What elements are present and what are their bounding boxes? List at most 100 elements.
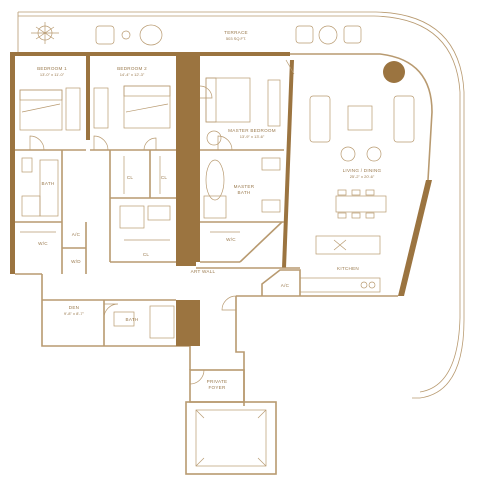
west-wall: [10, 54, 15, 274]
closet1-label: CL: [127, 175, 134, 180]
wic1-label: W/C: [38, 241, 48, 246]
sofa-icon: [393, 95, 415, 143]
door-swing: [221, 295, 237, 311]
bedroom-partition: [86, 56, 90, 140]
vanity-icon: [147, 205, 171, 221]
bath2-label: BATH: [126, 317, 139, 322]
master-bath-label-2: BATH: [238, 190, 251, 195]
bedroom2-furniture: [93, 85, 171, 129]
exterior-walls: [10, 52, 433, 406]
closet2-label: CL: [161, 175, 168, 180]
shower-icon: [119, 205, 145, 229]
bathtub-icon: [205, 159, 225, 201]
door-swing: [29, 135, 45, 151]
compass-rose-icon: [31, 22, 59, 44]
door-swing: [103, 303, 119, 319]
elevator-corners: [195, 409, 267, 467]
coffee-table-icon: [347, 105, 373, 131]
door-swing: [285, 59, 295, 75]
den-size: 9'-8" x 8'-7": [64, 311, 85, 316]
den-core-wall: [176, 300, 200, 346]
bedroom1-label: BEDROOM 1: [37, 66, 67, 71]
dining-furniture: [335, 189, 387, 219]
sink-icon: [360, 281, 368, 289]
ac2-label: A/C: [281, 283, 290, 288]
living-curtain-wall: [290, 53, 433, 181]
door-swing: [189, 369, 205, 385]
dresser-icon: [93, 87, 109, 129]
dining-table-icon: [335, 195, 387, 213]
side-table-icon: [121, 30, 131, 40]
bed-pillows: [19, 89, 63, 101]
armchair-icon: [340, 146, 356, 162]
kitchen-island-icon: [315, 235, 381, 255]
toilet-icon: [21, 157, 33, 173]
east-wall: [398, 180, 432, 296]
master-west-wall: [196, 56, 200, 262]
lounge-chair-icon: [95, 25, 115, 45]
master-bedroom-size: 13'-9" x 13'-6": [240, 134, 265, 139]
den-outline: [41, 274, 191, 370]
terrace: [17, 11, 465, 399]
kitchen-furniture: [299, 235, 381, 293]
tub-icon: [39, 159, 59, 217]
foyer-label: PRIVATE: [207, 379, 228, 384]
lounge-chair-icon: [295, 25, 314, 44]
foyer-east-line: [235, 296, 245, 406]
wd-label: W/D: [71, 259, 81, 264]
art-wall-label: ART WALL: [191, 269, 216, 274]
bed-pillows: [205, 77, 217, 123]
door-swing: [143, 137, 157, 151]
kitchen-label: KITCHEN: [337, 266, 359, 271]
bed-icon: [19, 89, 63, 131]
terrace-outer-line: [18, 11, 465, 399]
den-label: DEN: [69, 305, 79, 310]
interior-partitions: [15, 149, 301, 346]
vanity-icon: [261, 199, 281, 213]
terrace-area: 503 SQ.FT.: [226, 36, 246, 41]
living-dining-label: LIVING / DINING: [343, 168, 382, 173]
bed-icon: [205, 77, 251, 123]
armchair-icon: [206, 130, 222, 146]
cooktop-icon: [333, 239, 347, 251]
foyer-label-2: FOYER: [208, 385, 226, 390]
sofa-icon: [309, 95, 331, 143]
door-swing: [93, 135, 109, 151]
bedroom1-size: 13'-0" x 11'-0": [40, 72, 65, 77]
art-wall-block: [176, 56, 196, 266]
shower-icon: [203, 195, 227, 219]
armchair-icon: [366, 146, 382, 162]
elevator-inner-line: [195, 409, 267, 467]
bedroom1-furniture: [19, 87, 81, 131]
vanity-icon: [261, 157, 281, 171]
terrace-label: TERRACE: [224, 30, 248, 35]
living-furniture: [309, 61, 415, 162]
elevator-lobby-outline: [185, 401, 277, 475]
kitchen-counter-icon: [299, 277, 381, 293]
wic2-label: W/C: [226, 237, 236, 242]
shower-icon: [149, 305, 175, 339]
closet3-label: CL: [143, 252, 150, 257]
terrace-rail: [18, 15, 461, 393]
lounge-chair-icon: [139, 24, 163, 46]
bed-pillows: [123, 85, 171, 97]
ac1-label: A/C: [72, 232, 81, 237]
master-bath-label: MASTER: [234, 184, 255, 189]
bedroom2-size: 14'-4" x 12'-3": [120, 72, 145, 77]
vanity-icon: [21, 195, 41, 217]
closet-hangers: [20, 156, 240, 241]
door-swing: [217, 135, 233, 151]
foyer: [185, 369, 277, 475]
master-bedroom-furniture: [205, 77, 281, 146]
north-wall: [10, 52, 290, 56]
bath-fixtures: [21, 157, 281, 339]
living-dining-size: 25'-2" x 20'-6": [350, 174, 375, 179]
master-bedroom-label: MASTER BEDROOM: [228, 128, 276, 133]
bath1-label: BATH: [42, 181, 55, 186]
round-table-icon: [318, 25, 338, 45]
dresser-icon: [267, 79, 281, 127]
round-table-icon: [383, 61, 405, 83]
bed-icon: [123, 85, 171, 129]
terrace-furniture: [31, 22, 362, 46]
